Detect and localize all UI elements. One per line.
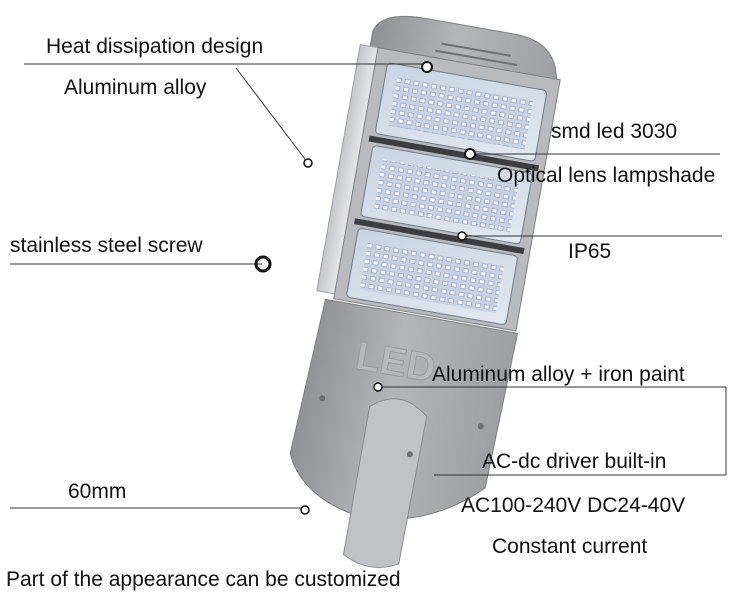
led-module-3 <box>346 228 518 325</box>
leader-lines <box>10 63 727 509</box>
label-voltage: AC100-240V DC24-40V <box>461 494 686 517</box>
label-aluminum-alloy: Aluminum alloy <box>64 76 207 99</box>
label-driver: AC-dc driver built-in <box>482 450 667 473</box>
led-module-1 <box>375 62 547 162</box>
label-ip-rating: IP65 <box>568 240 612 263</box>
label-heat-dissipation: Heat dissipation design <box>46 35 264 58</box>
label-dimension: 60mm <box>68 480 127 503</box>
lamp-body: LED <box>289 15 561 568</box>
led-module-2 <box>360 145 533 245</box>
label-optical-lens: Optical lens lampshade <box>497 164 716 187</box>
label-current: Constant current <box>492 535 648 558</box>
footer-note: Part of the appearance can be customized <box>6 568 401 591</box>
label-stainless-screw: stainless steel screw <box>10 234 203 257</box>
label-smd-led: smd led 3030 <box>551 120 678 143</box>
callout-markers <box>254 61 476 515</box>
label-aluminum-iron: Aluminum alloy + iron paint <box>432 363 685 386</box>
